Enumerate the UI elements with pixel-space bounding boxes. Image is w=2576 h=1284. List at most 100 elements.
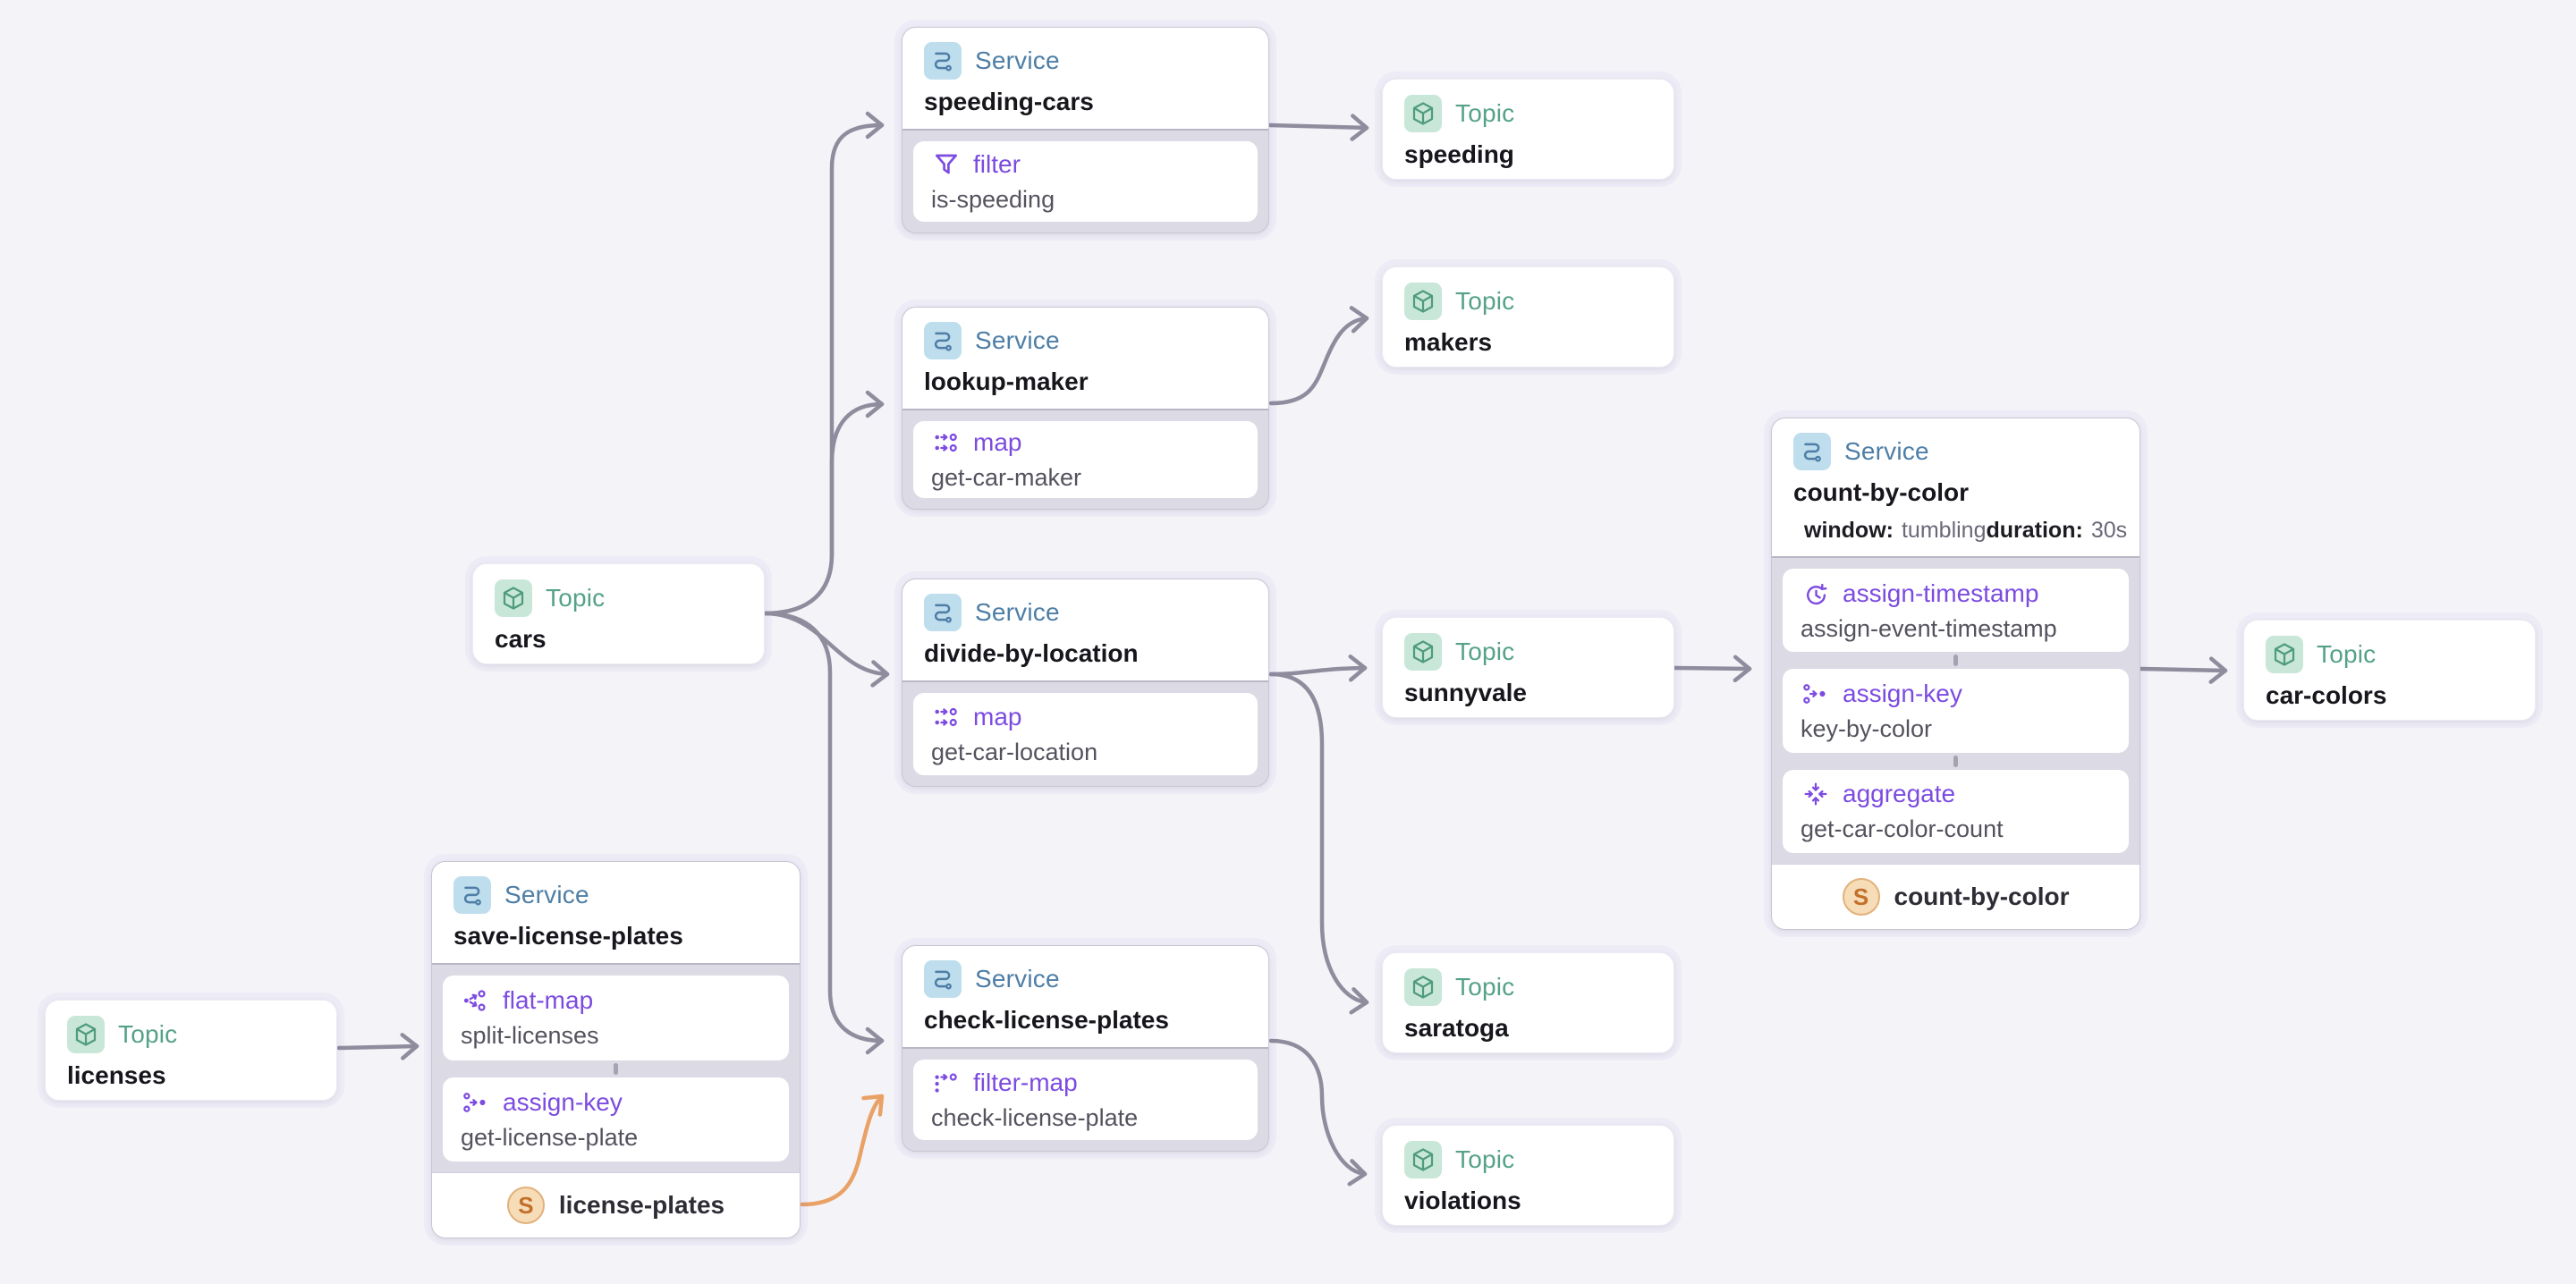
operator-card-map[interactable]: map get-car-location [913,693,1258,775]
topic-label-row: Topic [1404,95,1652,132]
service-node-save-license-plates[interactable]: Service save-license-plates flat-map spl… [431,861,801,1238]
node-name: count-by-color [1793,478,1969,506]
node-type-label: Topic [118,1020,178,1048]
topic-node-speeding[interactable]: Topic speeding [1382,79,1674,180]
topic-cube-icon [1404,633,1442,671]
operator-connector [1953,655,1958,667]
aggregate-icon [1801,779,1831,809]
edge-cars-to-lookup-maker [762,390,885,616]
operator-card-filter-map[interactable]: filter-map check-license-plate [913,1060,1258,1140]
node-type-label: Service [975,598,1060,626]
topic-label-row: Topic [495,579,742,617]
service-header: Service divide-by-location [902,579,1268,682]
duration-label: duration: [1986,518,2083,543]
operator-type: filter-map [973,1069,1078,1096]
edge-licenses-to-save-license-plates [336,1033,419,1060]
topic-cube-icon [67,1016,105,1053]
window-value: tumbling [1901,518,1987,543]
window-meta: window: tumbling [1804,518,1986,544]
service-node-lookup-maker[interactable]: Service lookup-maker map get-car-maker [902,307,1269,510]
topic-label-row: Topic [2266,636,2513,673]
operator-type: map [973,703,1022,731]
node-type-label: Topic [1455,973,1515,1001]
state-store-name: count-by-color [1894,883,2070,910]
operator-card-flat-map[interactable]: flat-map split-licenses [443,976,789,1060]
assign-timestamp-icon [1801,579,1831,609]
flat-map-icon [461,985,491,1016]
topic-node-violations[interactable]: Topic violations [1382,1125,1674,1226]
service-operator-list: map get-car-location [902,682,1268,786]
operator-connector [614,1062,618,1075]
state-store-badge: S [1842,878,1880,916]
service-operator-list: flat-map split-licenses assign-key get-l… [432,965,800,1172]
service-operator-list: filter is-speeding [902,131,1268,232]
window-label: window: [1804,518,1894,543]
operator-card-assign-key[interactable]: assign-key key-by-color [1783,669,2129,753]
edge-speeding-cars-to-speeding [1267,114,1369,141]
topic-cube-icon [2266,636,2303,673]
operator-name: assign-event-timestamp [1801,614,2057,642]
topic-cube-icon [1404,968,1442,1006]
operator-type: flat-map [503,986,594,1015]
service-operator-list: map get-car-maker [902,410,1268,509]
service-node-speeding-cars[interactable]: Service speeding-cars filter is-speeding [902,27,1269,233]
topic-node-car-colors[interactable]: Topic car-colors [2243,620,2536,721]
topic-node-licenses[interactable]: Topic licenses [45,1000,337,1101]
node-name: licenses [67,1061,166,1089]
topic-label-row: Topic [67,1016,315,1053]
edge-cars-to-speeding-cars [762,111,885,616]
topic-node-makers[interactable]: Topic makers [1382,266,1674,367]
topic-node-saratoga[interactable]: Topic saratoga [1382,952,1674,1053]
assign-key-icon [1801,679,1831,709]
service-route-icon [924,960,962,998]
operator-name: get-car-color-count [1801,815,2004,843]
service-route-icon [924,42,962,80]
service-header: Service check-license-plates [902,946,1268,1049]
node-type-label: Topic [2317,640,2377,668]
operator-name: get-car-maker [931,464,1082,491]
topic-label-row: Topic [1404,633,1652,671]
operator-name: is-speeding [931,186,1055,213]
node-name: save-license-plates [453,922,683,950]
service-route-icon [924,594,962,631]
service-node-check-license-plates[interactable]: Service check-license-plates filter-map … [902,945,1269,1152]
node-name: violations [1404,1187,1521,1214]
service-header: Service lookup-maker [902,308,1268,410]
state-store[interactable]: S count-by-color [1772,864,2140,929]
service-route-icon [1793,433,1831,470]
service-node-count-by-color[interactable]: Service count-by-color window: tumbling d… [1771,418,2140,930]
operator-card-map[interactable]: map get-car-maker [913,421,1258,498]
state-store[interactable]: S license-plates [432,1172,800,1238]
node-name: check-license-plates [924,1006,1169,1034]
operator-card-filter[interactable]: filter is-speeding [913,141,1258,222]
service-node-divide-by-location[interactable]: Service divide-by-location map get-car-l… [902,579,1269,787]
operator-type: map [973,428,1022,456]
operator-card-assign-timestamp[interactable]: assign-timestamp assign-event-timestamp [1783,569,2129,653]
node-type-label: Topic [1455,1145,1515,1173]
node-name: speeding-cars [924,88,1094,115]
node-name: lookup-maker [924,367,1089,395]
node-type-label: Topic [1455,638,1515,665]
topic-cube-icon [1404,283,1442,320]
operator-name: key-by-color [1801,714,1933,742]
window-meta-row: window:tumbling duration:30s [1793,507,2127,544]
node-type-label: Topic [1455,287,1515,315]
assign-key-icon [461,1087,491,1118]
state-store-badge: S [506,1187,545,1224]
node-type-label: Service [504,881,589,908]
edge-divide-by-location-to-sunnyvale [1268,655,1368,682]
topic-node-sunnyvale[interactable]: Topic sunnyvale [1382,617,1674,718]
operator-card-aggregate[interactable]: aggregate get-car-color-count [1783,769,2129,853]
node-name: divide-by-location [924,639,1139,667]
operator-name: get-car-location [931,739,1098,765]
topic-label-row: Topic [1404,968,1652,1006]
node-type-label: Service [1844,437,1929,465]
topic-node-cars[interactable]: Topic cars [472,563,765,664]
operator-card-assign-key[interactable]: assign-key get-license-plate [443,1077,789,1162]
node-name: makers [1404,328,1493,356]
operator-connector [1953,755,1958,767]
edge-lookup-maker-to-makers [1268,306,1369,406]
filter-icon [931,149,962,180]
